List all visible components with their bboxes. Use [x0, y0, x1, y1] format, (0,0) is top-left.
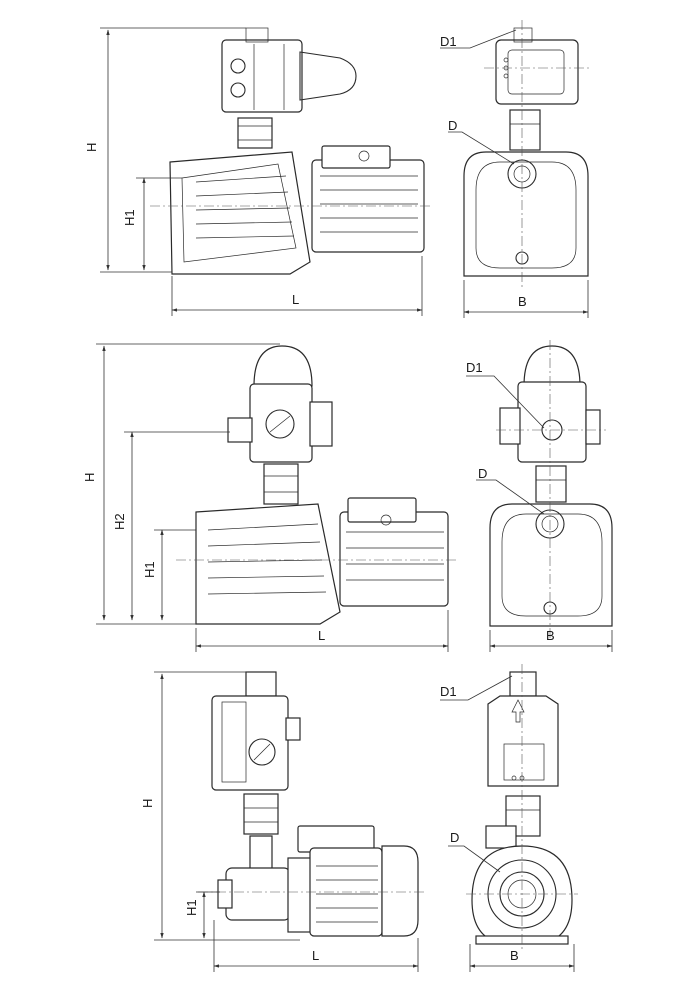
- label-d-3: D: [450, 830, 459, 845]
- pump-1-front-view: [440, 20, 590, 318]
- label-h-2: H: [82, 473, 97, 482]
- label-h-3: H: [140, 799, 155, 808]
- pump-3-side-view: [154, 671, 424, 972]
- label-h-1: H: [84, 143, 99, 152]
- pump-2-front-view: [466, 340, 613, 652]
- label-d1-1: D1: [440, 34, 457, 49]
- label-d1-3: D1: [440, 684, 457, 699]
- label-l-1: L: [292, 292, 299, 307]
- label-h1-3: H1: [184, 899, 199, 916]
- label-h2-2: H2: [112, 513, 127, 530]
- label-d1-2: D1: [466, 360, 483, 375]
- pump-2-side-view: [96, 343, 456, 652]
- pump-1-side-view: [100, 27, 432, 316]
- label-b-3: B: [510, 948, 519, 963]
- label-l-2: L: [318, 628, 325, 643]
- label-l-3: L: [312, 948, 319, 963]
- label-b-1: B: [518, 294, 527, 309]
- label-d-1: D: [448, 118, 457, 133]
- label-d-2: D: [478, 466, 487, 481]
- label-h1-1: H1: [122, 209, 137, 226]
- label-h1-2: H1: [142, 561, 157, 578]
- label-b-2: B: [546, 628, 555, 643]
- pump-3-front-view: [440, 664, 578, 972]
